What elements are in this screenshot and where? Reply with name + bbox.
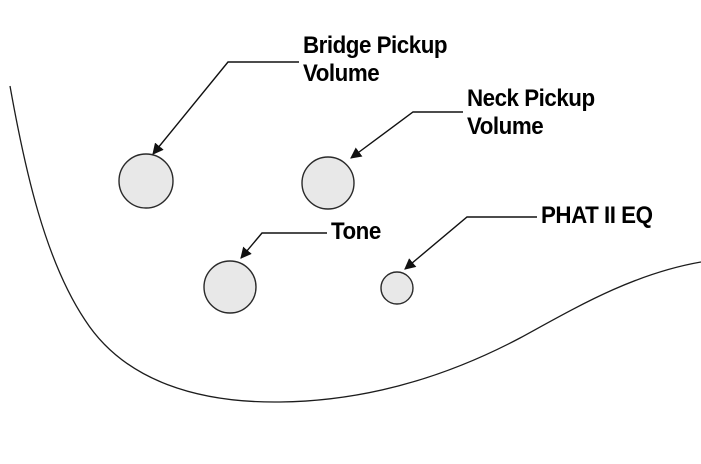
phat-eq-leader-line	[404, 216, 537, 270]
neck-pickup-volume-label: Neck Pickup Volume	[467, 85, 595, 140]
neck-pickup-volume-knob	[301, 156, 355, 210]
bridge-volume-leader-line	[152, 61, 299, 155]
tone-leader-line	[240, 232, 327, 259]
tone-label: Tone	[331, 218, 381, 245]
bridge-pickup-volume-label: Bridge Pickup Volume	[303, 32, 448, 87]
bridge-pickup-volume-knob	[118, 153, 174, 209]
phat-ii-eq-knob	[380, 271, 414, 305]
tone-knob	[203, 260, 257, 314]
guitar-body-outline	[9, 85, 701, 403]
phat-ii-eq-label: PHAT II EQ	[541, 202, 653, 229]
neck-volume-leader-line	[350, 111, 463, 159]
